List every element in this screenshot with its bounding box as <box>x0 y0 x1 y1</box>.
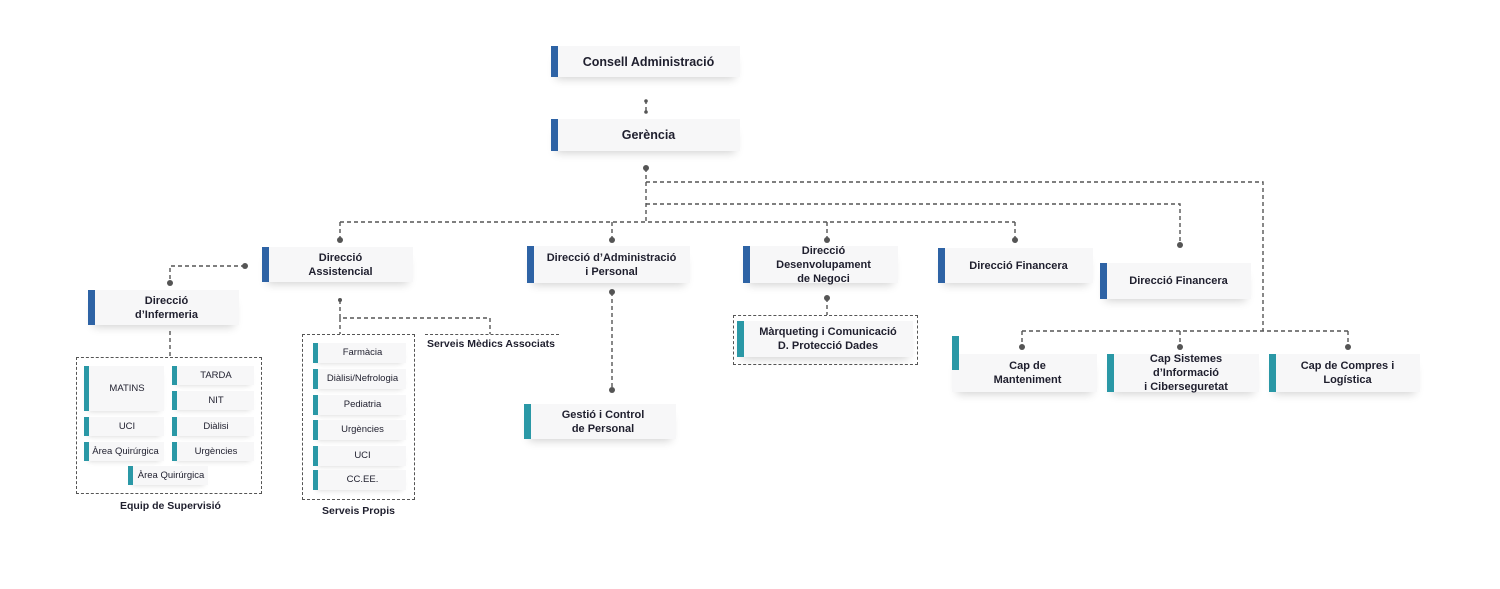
node-dialisi-nefrologia[interactable]: Diàlisi/Nefrologia <box>313 369 406 389</box>
node-label: Consell Administració <box>582 54 715 69</box>
node-accent-bar <box>1107 354 1114 392</box>
node-accent-bar <box>1269 354 1276 392</box>
node-accent-bar <box>1100 263 1107 299</box>
divider-serveis-medics <box>425 334 559 335</box>
node-label: TARDA <box>200 369 232 381</box>
node-accent-bar <box>313 446 318 466</box>
node-label: Direcció Financera <box>1129 275 1228 287</box>
node-label: MATINS <box>109 382 145 394</box>
node-accent-bar <box>128 466 133 485</box>
node-urgencies-infermeria[interactable]: Urgències <box>172 442 254 461</box>
node-farmacia[interactable]: Farmàcia <box>313 343 406 363</box>
node-accent-bar <box>551 46 558 77</box>
node-uci-serveis[interactable]: UCI <box>313 446 406 466</box>
node-gerencia[interactable]: Gerència <box>551 119 740 151</box>
group-equip-supervisio <box>76 357 262 494</box>
node-accent-bar <box>84 417 89 436</box>
connector-serveis <box>339 300 491 334</box>
node-label: Diàlisi <box>203 420 229 432</box>
node-label: UCI <box>118 420 136 432</box>
node-accent-bar <box>313 470 318 490</box>
node-accent-bar <box>524 404 531 439</box>
node-accent-bar <box>84 366 89 411</box>
node-accent-bar <box>172 442 177 461</box>
group-label-equip-supervisio: Equip de Supervisió <box>120 500 221 512</box>
node-accent-bar <box>262 247 269 282</box>
node-accent-bar <box>313 395 318 415</box>
node-accent-bar <box>172 417 177 436</box>
node-accent-bar <box>737 321 744 357</box>
node-direccio-financera-1[interactable]: Direcció Financera <box>938 248 1093 283</box>
node-accent-bar <box>313 369 318 389</box>
node-accent-bar <box>952 336 959 354</box>
node-accent-bar <box>551 119 558 151</box>
group-marqueting <box>733 315 918 365</box>
group-serveis-propis <box>302 334 415 500</box>
node-consell-administracio[interactable]: Consell Administració <box>551 46 740 77</box>
node-label: Àrea Quirúrgica <box>92 445 159 457</box>
node-accent-bar <box>172 391 177 410</box>
node-label: Direcció Financera <box>969 259 1068 272</box>
node-area-quirurgica-2[interactable]: Àrea Quirúrgica <box>128 466 208 485</box>
node-label: Àrea Quirúrgica <box>137 469 205 481</box>
node-accent-bar <box>952 354 959 370</box>
node-matins[interactable]: MATINS <box>84 366 164 411</box>
node-accent-bar <box>743 246 750 283</box>
group-label-serveis-propis: Serveis Propis <box>322 505 395 517</box>
node-label: Farmàcia <box>342 347 383 358</box>
node-accent-bar <box>313 420 318 440</box>
node-label: Diàlisi/Nefrologia <box>326 373 399 384</box>
label-serveis-medics-associats: Serveis Mèdics Associats <box>427 338 556 350</box>
node-accent-bar <box>88 290 95 325</box>
node-accent-bar <box>172 366 177 385</box>
node-area-quirurgica-1[interactable]: Àrea Quirúrgica <box>84 442 164 461</box>
connector-caps-trunk <box>646 181 1264 331</box>
node-tarda[interactable]: TARDA <box>172 366 254 385</box>
node-urgencies-serveis[interactable]: Urgències <box>313 420 406 440</box>
node-nit[interactable]: NIT <box>172 391 254 410</box>
node-direccio-financera-2[interactable]: Direcció Financera <box>1100 263 1251 299</box>
node-accent-bar <box>84 442 89 461</box>
node-uci[interactable]: UCI <box>84 417 164 436</box>
node-label: CC.EE. <box>346 474 379 485</box>
node-label: Urgències <box>194 445 238 457</box>
node-pediatria[interactable]: Pediatria <box>313 395 406 415</box>
node-label: Pediatria <box>343 399 382 410</box>
connector-financera-2 <box>646 203 1181 244</box>
connector-infermeria <box>169 265 245 283</box>
node-label: UCI <box>354 450 371 461</box>
node-label: Urgències <box>341 424 384 435</box>
node-accent-bar <box>527 246 534 283</box>
node-dialisi[interactable]: Diàlisi <box>172 417 254 436</box>
node-cc-ee[interactable]: CC.EE. <box>313 470 406 490</box>
node-label: NIT <box>208 394 224 406</box>
node-accent-bar <box>313 343 318 363</box>
node-label: Gerència <box>621 128 676 142</box>
node-accent-bar <box>938 248 945 283</box>
